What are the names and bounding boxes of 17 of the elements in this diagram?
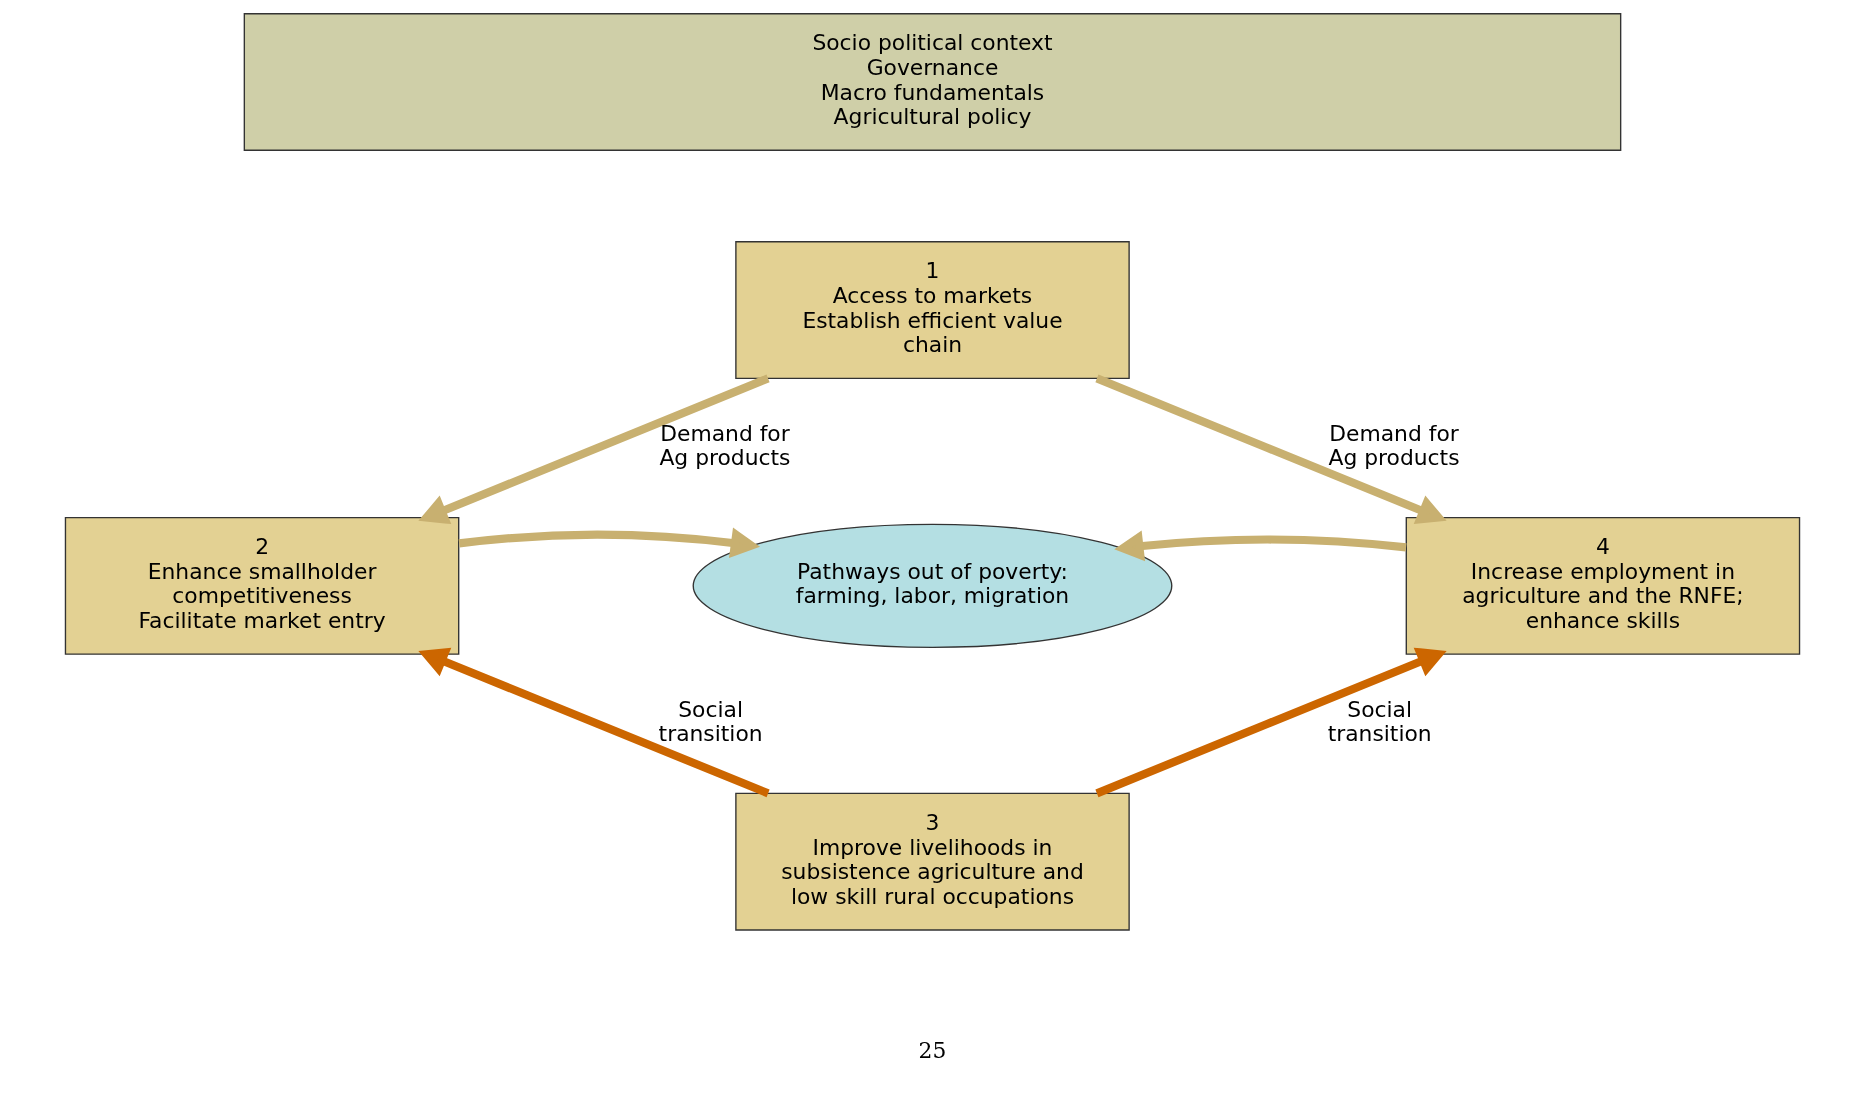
edge-label: Demand for Ag products: [1327, 420, 1460, 471]
node-box: 4 Increase employment in agriculture and the RNFE; enhance skills: [1405, 516, 1800, 655]
arrow: [1094, 374, 1447, 525]
node-box: Socio political context Governance Macro fundamentals Agricultural policy: [243, 13, 1621, 151]
arrow: [417, 647, 770, 798]
arrow: [417, 374, 770, 525]
node-box: 3 Improve livelihoods in subsistence agriculture and low skill rural occupations: [734, 792, 1130, 931]
arrow: [458, 527, 760, 558]
edge-label: Demand for Ag products: [658, 420, 790, 471]
label: 25: [918, 1038, 946, 1064]
arrow: [1094, 647, 1447, 798]
edge-label: Social transition: [658, 696, 763, 747]
node-ellipse: Pathways out of poverty: farming, labor, migration: [692, 523, 1172, 648]
node-box: 2 Enhance smallholder competitiveness Facilitate market entry: [64, 516, 459, 655]
edge-label: Social transition: [1327, 696, 1432, 747]
arrow: [1113, 530, 1406, 562]
node-box: 1 Access to markets Establish efficient value chain: [734, 241, 1130, 379]
